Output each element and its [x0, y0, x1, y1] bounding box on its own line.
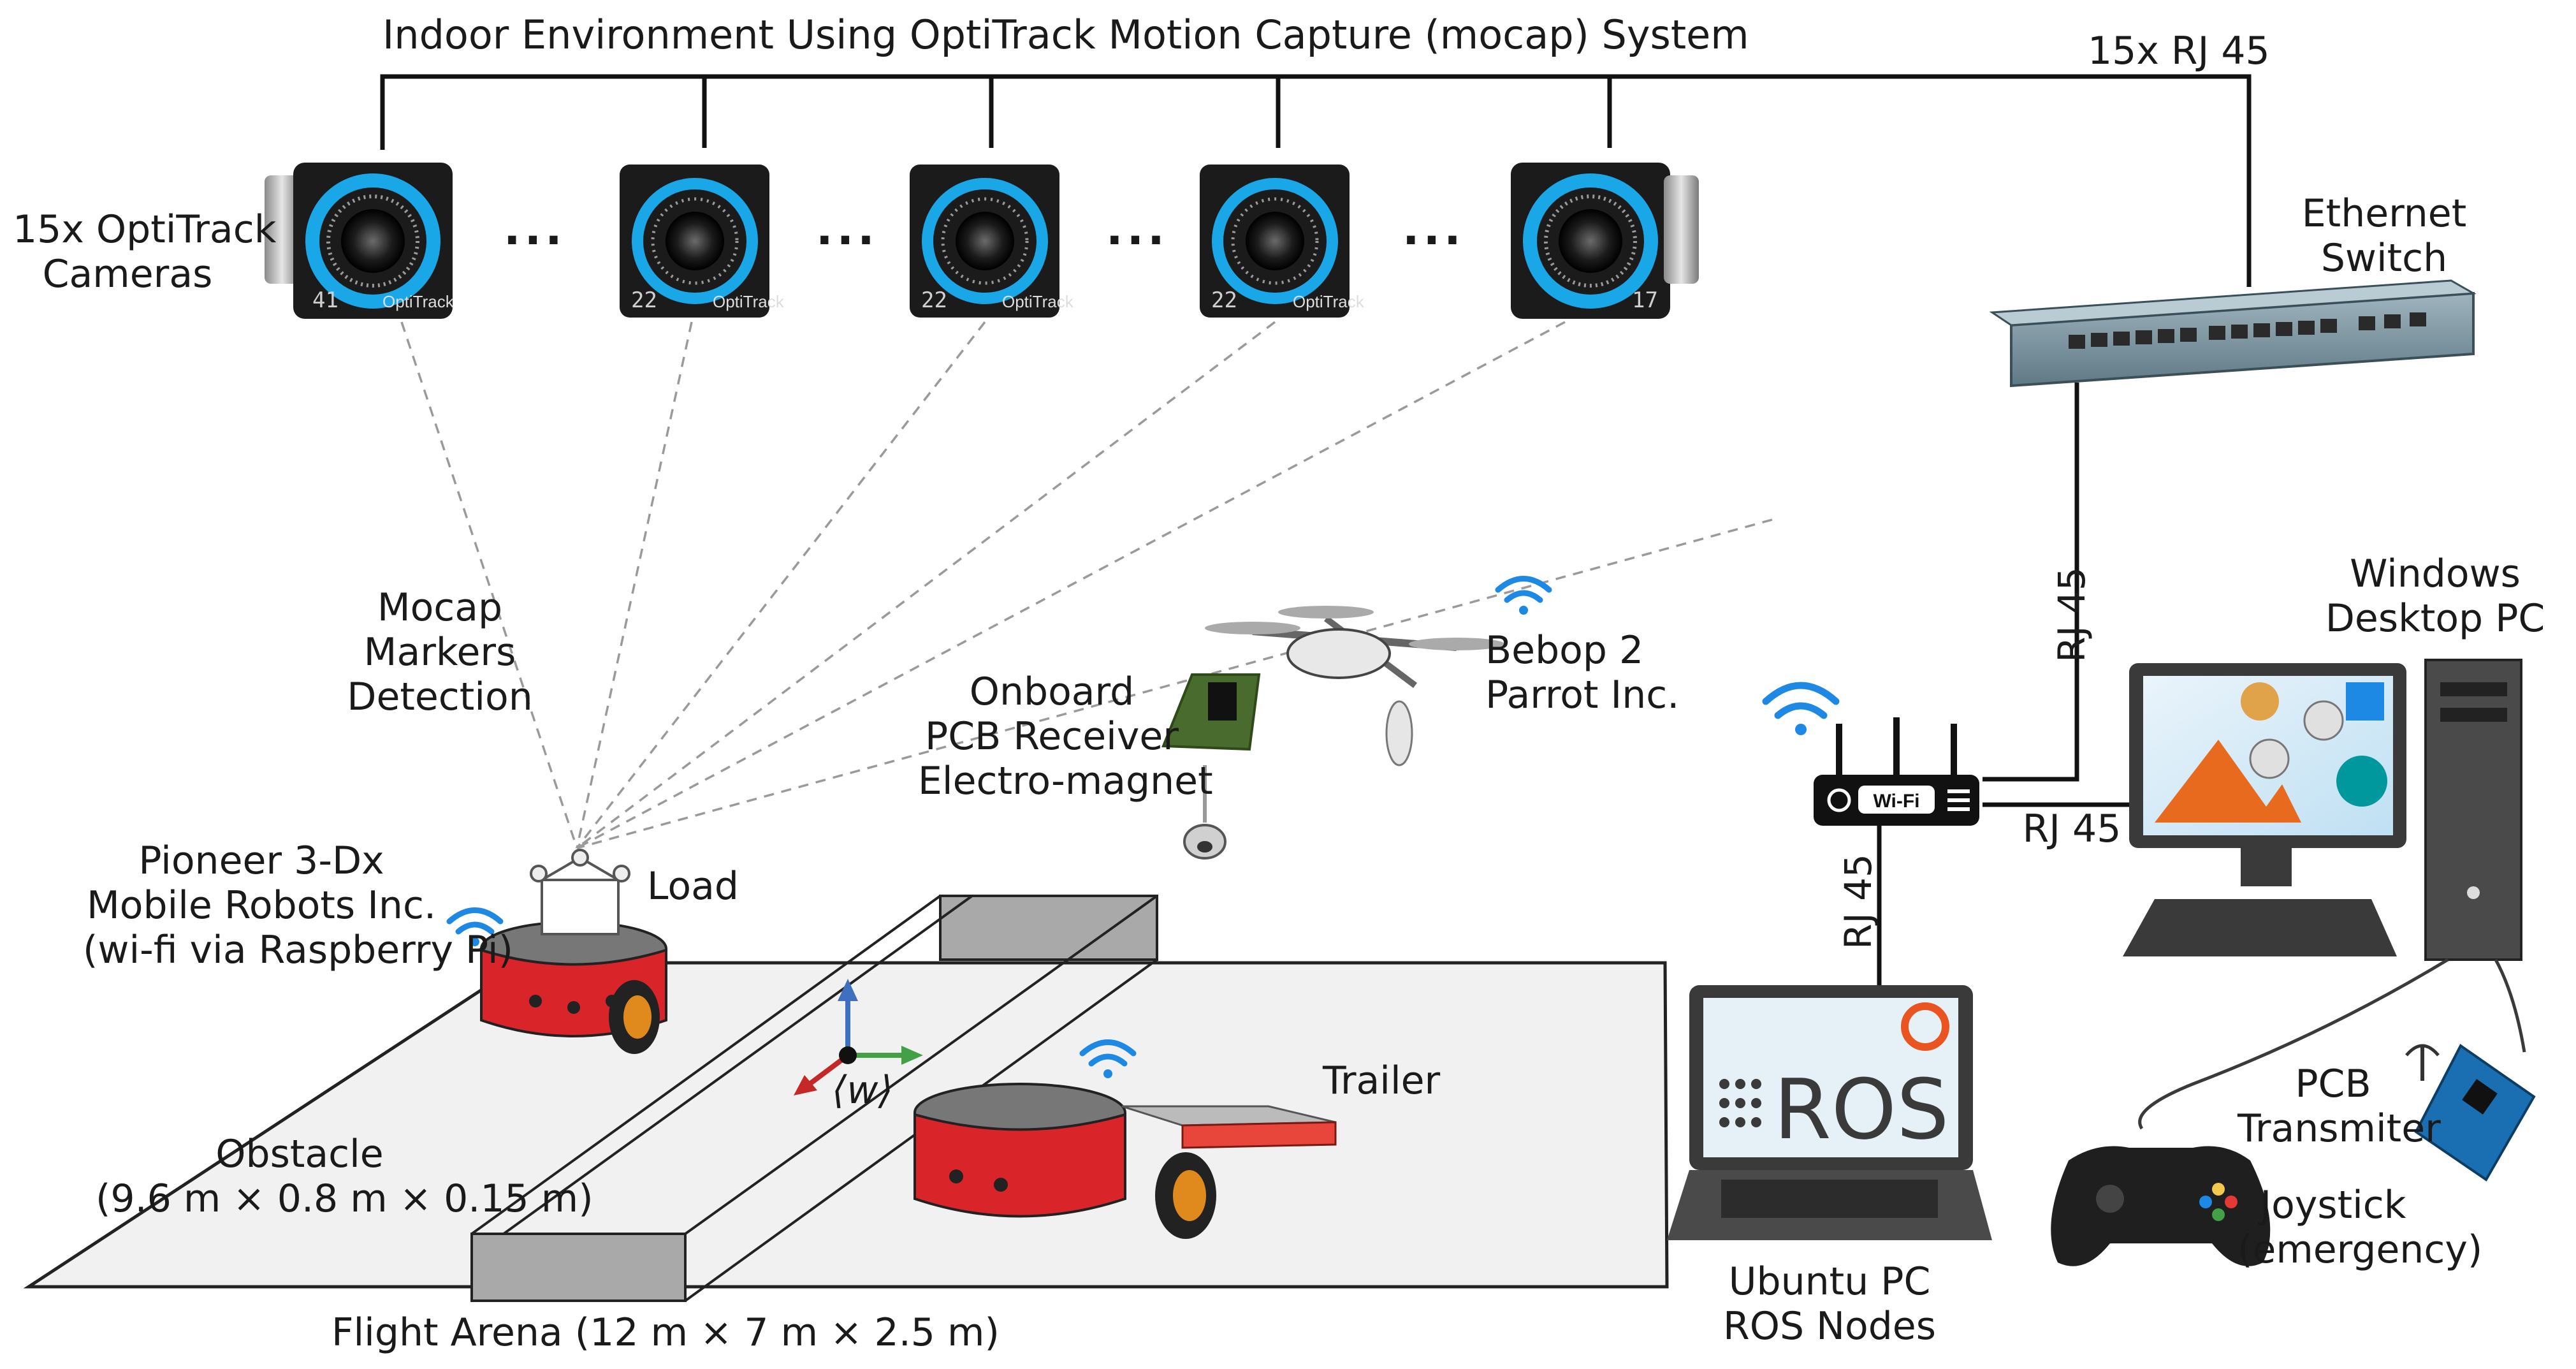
- ubuntu-label-line2: ROS Nodes: [1723, 1304, 1936, 1349]
- cameras-label-line1: 15x OptiTrack: [13, 207, 277, 252]
- pcb-transmitter-label: PCB Transmiter: [2238, 1062, 2441, 1151]
- bebop-drone: [1205, 606, 1504, 766]
- drone-label: Bebop 2 Parrot Inc.: [1485, 628, 1679, 717]
- load-label: Load: [647, 864, 739, 909]
- joystick: [2051, 1146, 2271, 1266]
- flight-arena-floor: [23, 961, 1669, 1289]
- rj45-router-pc-label: RJ 45: [2022, 807, 2121, 851]
- camera-brand-text: OptiTrack: [713, 292, 785, 311]
- switch-label-line2: Switch: [2320, 236, 2448, 281]
- windows-pc-label-line1: Windows: [2350, 552, 2521, 596]
- camera-brand-text: OptiTrack: [382, 292, 455, 311]
- rj45-switch-router-label: RJ 45: [2050, 567, 2093, 663]
- suspended-load: [530, 849, 630, 935]
- router-wifi-label: Wi-Fi: [1873, 791, 1919, 812]
- cameras-label-line2: Cameras: [42, 252, 213, 296]
- rj45-cameras-label: 15x RJ 45: [2088, 29, 2270, 73]
- camera-ellipsis: ...: [816, 203, 878, 255]
- robot-trailer: [1121, 1105, 1337, 1149]
- switch-label-line1: Ethernet: [2301, 191, 2467, 236]
- optitrack-camera-5: [1511, 163, 1699, 319]
- camera-brand-text: OptiTrack: [1002, 292, 1074, 311]
- camera-number: 17: [1632, 288, 1658, 313]
- cameras-label: 15x OptiTrack Cameras: [13, 207, 277, 296]
- joystick-label-line2: (emergency): [2238, 1227, 2483, 1272]
- joystick-label: Joystick (emergency): [2238, 1183, 2483, 1272]
- optitrack-camera-1: [265, 163, 453, 319]
- pcb-transmitter-label-line2: Transmiter: [2238, 1106, 2441, 1151]
- onboard-label-line3: Electro-magnet: [918, 759, 1213, 803]
- wifi-icon: [446, 576, 1840, 1078]
- camera-number: 22: [921, 288, 947, 313]
- electromagnet: [1183, 765, 1226, 860]
- camera-number: 41: [312, 288, 338, 313]
- mocap-label-line1: Mocap: [377, 585, 503, 630]
- onboard-label-line2: PCB Receiver: [925, 714, 1179, 759]
- mocap-detection-rays: [400, 321, 1773, 849]
- optitrack-camera-4: [1200, 165, 1350, 318]
- pcb-transmitter-label-line1: PCB: [2295, 1062, 2371, 1106]
- camera-ellipsis: ...: [1402, 203, 1465, 255]
- mocap-label: Mocap Markers Detection: [338, 585, 542, 719]
- obstacle-box: [470, 895, 1158, 1302]
- onboard-label: Onboard PCB Receiver Electro-magnet: [918, 670, 1213, 803]
- onboard-pcb: [1161, 673, 1261, 751]
- pcb-transmitter: [2405, 1044, 2536, 1182]
- joystick-label-line1: Joystick: [2260, 1183, 2406, 1227]
- arena-label: Flight Arena (12 m × 7 m × 2.5 m): [331, 1310, 1000, 1355]
- pioneer-label-line2: Mobile Robots Inc.: [86, 883, 437, 928]
- windows-pc-label-line2: Desktop PC: [2325, 596, 2545, 641]
- windows-desktop-pc: [2123, 659, 2522, 961]
- world-frame-label: ⟨w⟩: [832, 1068, 893, 1113]
- ubuntu-laptop: ROS: [1667, 985, 1992, 1240]
- pioneer-robot-1: [480, 921, 667, 1054]
- ethernet-switch: [1989, 279, 2477, 388]
- pioneer-label-line1: Pioneer 3-Dx: [138, 838, 384, 883]
- pioneer-robot-2: [913, 1083, 1216, 1239]
- drone-label-line1: Bebop 2: [1485, 628, 1644, 673]
- wifi-router: Wi-Fi: [1814, 717, 1979, 826]
- optitrack-camera-3: [910, 165, 1059, 318]
- pioneer-label-line3: (wi-fi via Raspberry Pi): [83, 928, 513, 972]
- camera-ellipsis: ...: [504, 203, 566, 255]
- pioneer-label: Pioneer 3-Dx Mobile Robots Inc. (wi-fi v…: [83, 838, 513, 972]
- ubuntu-label: Ubuntu PC ROS Nodes: [1708, 1259, 1951, 1349]
- optitrack-camera-2: [620, 165, 769, 318]
- diagram-title: Indoor Environment Using OptiTrack Motio…: [382, 11, 1749, 58]
- network-wiring: [1877, 383, 2136, 985]
- camera-bus-wiring: [380, 74, 2252, 287]
- camera-brand-text: OptiTrack: [1293, 292, 1365, 311]
- obstacle-label-line2: (9.6 m × 0.8 m × 0.15 m): [96, 1176, 593, 1221]
- mocap-label-line3: Detection: [347, 675, 533, 719]
- camera-ellipsis: ...: [1106, 203, 1168, 255]
- ros-screen-text: ROS: [1773, 1061, 1949, 1158]
- ubuntu-label-line1: Ubuntu PC: [1728, 1259, 1931, 1304]
- wiring-pc-peripherals: [2138, 958, 2526, 1130]
- obstacle-label: Obstacle (9.6 m × 0.8 m × 0.15 m): [96, 1132, 593, 1221]
- onboard-label-line1: Onboard: [969, 670, 1135, 714]
- drone-label-line2: Parrot Inc.: [1485, 673, 1680, 717]
- camera-number: 22: [1211, 288, 1237, 313]
- camera-number: 22: [631, 288, 657, 313]
- switch-label: Ethernet Switch: [2282, 191, 2486, 281]
- rj45-router-laptop-label: RJ 45: [1837, 854, 1880, 949]
- trailer-label: Trailer: [1323, 1058, 1441, 1103]
- obstacle-label-line1: Obstacle: [215, 1132, 384, 1176]
- mocap-label-line2: Markers: [363, 630, 516, 675]
- windows-pc-label: Windows Desktop PC: [2308, 552, 2563, 641]
- world-frame-axes: [794, 979, 923, 1095]
